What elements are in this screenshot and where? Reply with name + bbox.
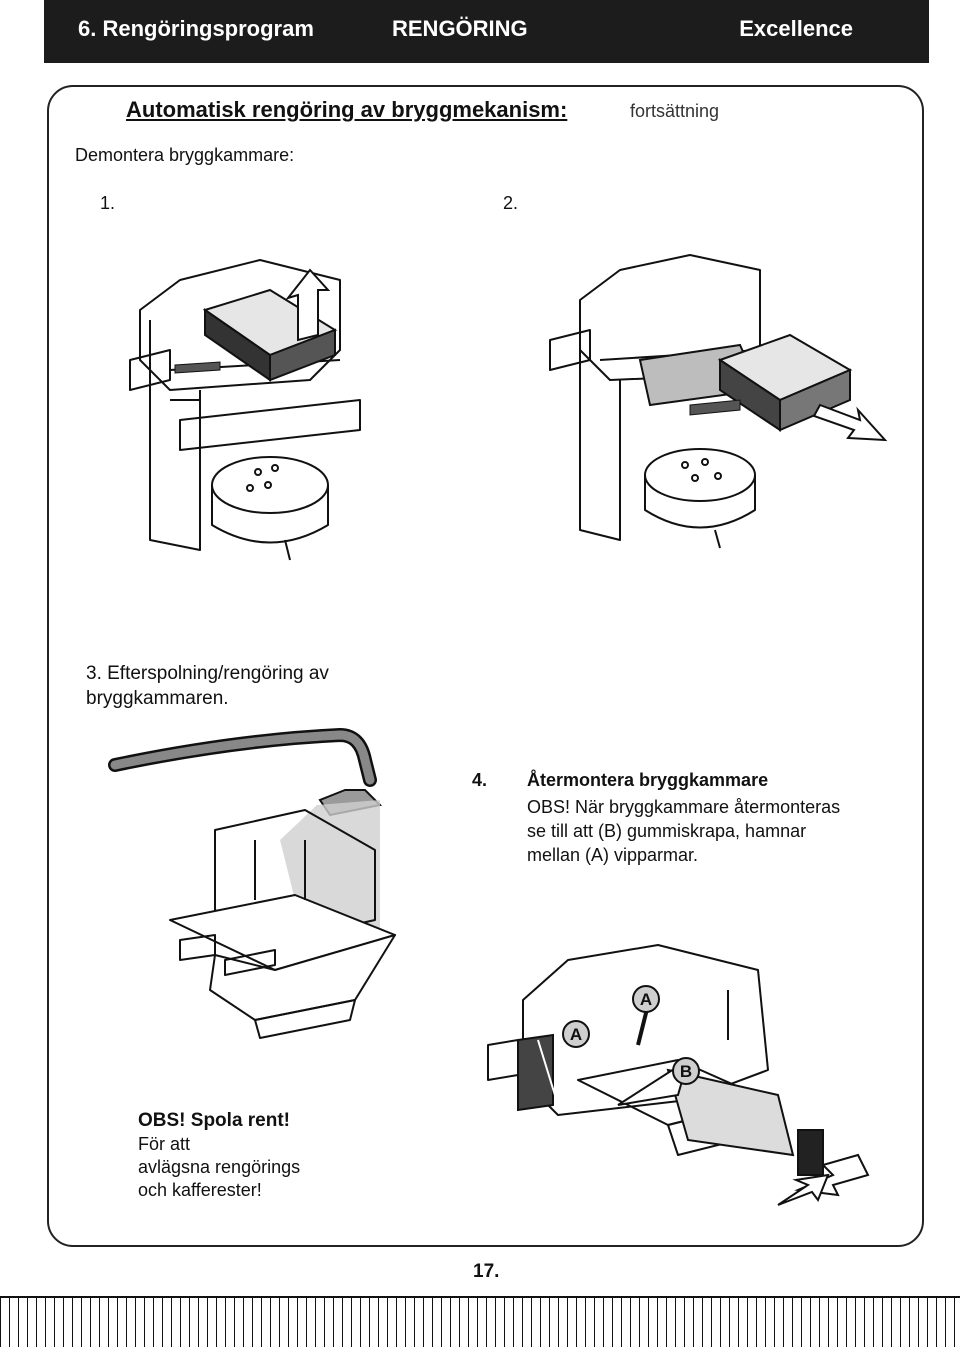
step-2-number: 2. xyxy=(503,193,519,213)
page-number: 17. xyxy=(473,1261,500,1282)
main-title: Automatisk rengöring av bryggmekanism: xyxy=(126,97,568,122)
rinse-note-line-3: och kafferester! xyxy=(138,1180,262,1200)
brand-name: Excellence xyxy=(739,16,853,41)
label-b-marker: B xyxy=(672,1057,700,1085)
rinse-note-title: OBS! Spola rent! xyxy=(138,1110,291,1131)
step-3-line-2: bryggkammaren. xyxy=(86,688,229,709)
subtitle: Demontera bryggkammare: xyxy=(75,145,295,165)
step-4-line-2: se till att (B) gummiskrapa, hamnar xyxy=(527,821,807,841)
step-3-line-1: 3. Efterspolning/rengöring av xyxy=(86,663,329,684)
figure-slide-brew-chamber-out xyxy=(549,254,888,549)
figure-reinstall-brew-chamber: A A B xyxy=(487,944,870,1206)
label-a-left-marker: A xyxy=(562,1020,590,1048)
label-a-top: A xyxy=(640,990,652,1009)
label-b: B xyxy=(680,1062,692,1081)
label-a-top-marker: A xyxy=(632,985,660,1013)
figure-rinse-brew-chamber xyxy=(108,727,396,1039)
section-title: 6. Rengöringsprogram xyxy=(78,16,314,41)
step-4-line-3: mellan (A) vipparmar. xyxy=(527,845,699,865)
label-a-left: A xyxy=(570,1025,582,1044)
content-frame xyxy=(47,85,924,1247)
page-header: 6. Rengöringsprogram RENGÖRING Excellenc… xyxy=(44,0,929,63)
step-4-title: Återmontera bryggkammare xyxy=(527,770,769,790)
rinse-note-line-1: För att xyxy=(138,1134,191,1154)
continuation-label: fortsättning xyxy=(630,101,720,121)
footer-stripe xyxy=(0,1296,960,1347)
step-4-line-1: OBS! När bryggkammare återmonteras xyxy=(527,797,841,817)
step-1-number: 1. xyxy=(100,193,116,213)
figure-remove-brew-chamber-up xyxy=(129,259,361,561)
header-center-title: RENGÖRING xyxy=(392,16,528,41)
rinse-note-line-2: avlägsna rengörings xyxy=(138,1157,301,1177)
step-4-number: 4. xyxy=(472,770,488,790)
